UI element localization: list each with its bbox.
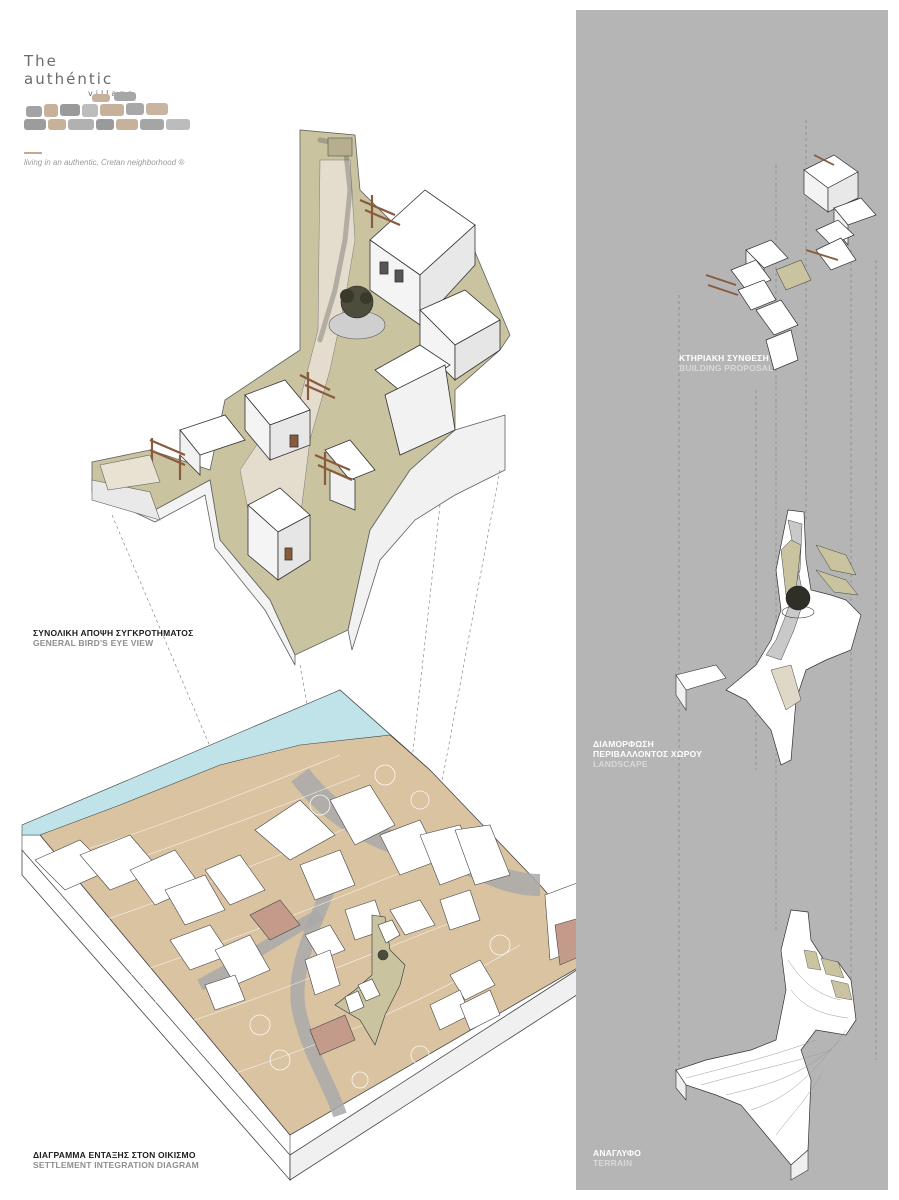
birdseye-building-7 bbox=[324, 439, 376, 511]
logo: The authéntic village bbox=[24, 52, 204, 132]
landscape-drawing bbox=[675, 509, 862, 766]
birdseye-building-1 bbox=[369, 189, 476, 327]
settlement-roof-tile-3 bbox=[309, 1014, 356, 1056]
settlement-road-west bbox=[197, 909, 323, 991]
logo-stones-graphic bbox=[24, 92, 190, 130]
birdseye-label-en: GENERAL BIRD'S EYE VIEW bbox=[33, 638, 154, 648]
landscape-label-gr-1: ΔΙΑΜΟΡΦΩΣΗ bbox=[593, 739, 655, 749]
settlement-drawing bbox=[21, 689, 601, 1182]
landscape-label-gr-2: ΠΕΡΙΒΑΛΛΟΝΤΟΣ ΧΩΡΟΥ bbox=[593, 749, 703, 759]
exploded-views-panel: ΚΤΗΡΙΑΚΗ ΣΥΝΘΕΣΗ BUILDING PROPOSAL ΔΙΑΜΟ… bbox=[576, 10, 888, 1190]
birdseye-building-6 bbox=[247, 487, 311, 581]
birdseye-terrace bbox=[99, 454, 161, 491]
birdseye-drawing bbox=[91, 129, 511, 916]
building-label-gr: ΚΤΗΡΙΑΚΗ ΣΥΝΘΕΣΗ bbox=[679, 353, 769, 363]
birdseye-label-gr: ΣΥΝΟΛΙΚΗ ΑΠΟΨΗ ΣΥΓΚΡΟΤΗΜΑΤΟΣ bbox=[33, 628, 194, 638]
birdseye-building-3 bbox=[374, 344, 456, 456]
logo-text-village: village bbox=[88, 89, 136, 98]
settlement-buildings bbox=[34, 784, 591, 1031]
settlement-project bbox=[334, 914, 406, 1046]
logo-text-authentic: authéntic bbox=[24, 70, 114, 88]
settlement-sea bbox=[21, 689, 431, 836]
building-label-en: BUILDING PROPOSAL bbox=[679, 363, 774, 373]
tagline-divider bbox=[24, 152, 42, 154]
settlement-roof-tile-1 bbox=[249, 899, 301, 941]
tagline: living in an authentic, Cretan neighborh… bbox=[24, 158, 185, 167]
birdseye-pergolas bbox=[149, 195, 401, 485]
landscape-label-en: LANDSCAPE bbox=[593, 759, 648, 769]
logo-text-the: The bbox=[24, 52, 58, 70]
settlement-label-en: SETTLEMENT INTEGRATION DIAGRAM bbox=[33, 1160, 199, 1170]
terrain-label-en: TERRAIN bbox=[593, 1158, 633, 1168]
birdseye-building-5 bbox=[179, 414, 246, 476]
settlement-label-gr: ΔΙΑΓΡΑΜΜΑ ΕΝΤΑΞΗΣ ΣΤΟΝ ΟΙΚΙΣΜΟ bbox=[33, 1150, 196, 1160]
birdseye-platform-base-right bbox=[347, 414, 506, 651]
terrain-label-gr: ΑΝΑΓΛΥΦΟ bbox=[593, 1148, 642, 1158]
building-proposal-drawing bbox=[705, 154, 877, 371]
settlement-road-branch bbox=[290, 882, 347, 1118]
terrain-drawing bbox=[675, 909, 857, 1181]
birdseye-gate bbox=[327, 137, 353, 157]
birdseye-building-4 bbox=[244, 379, 311, 462]
settlement-trees bbox=[140, 764, 511, 1089]
